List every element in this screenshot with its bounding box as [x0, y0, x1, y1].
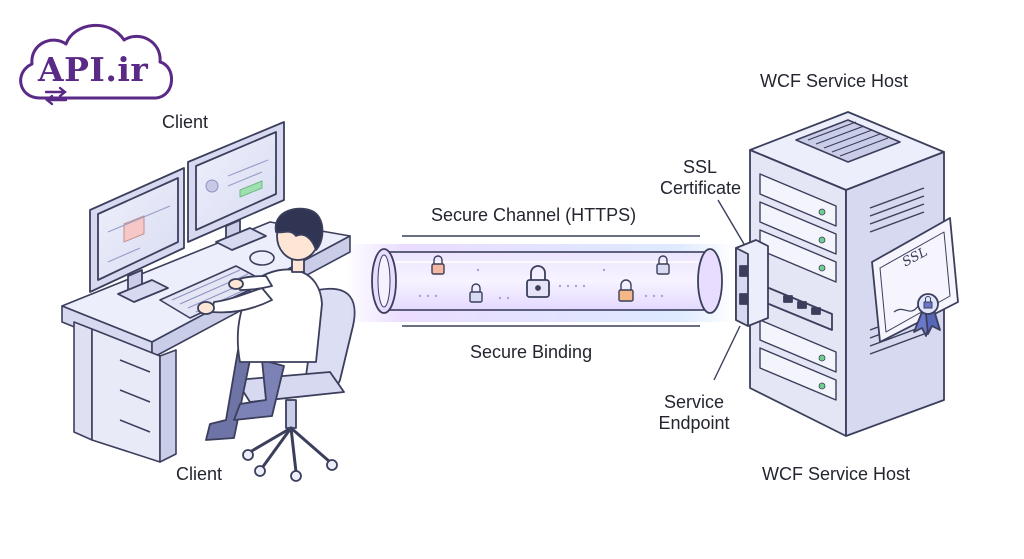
ssl-label-line2: Certificate	[660, 178, 742, 198]
service-endpoint-port	[735, 239, 769, 327]
endpoint-pointer-line	[713, 325, 741, 381]
endpoint-label-line1: Service	[663, 392, 725, 412]
chair	[235, 287, 356, 482]
padlock-icon	[656, 255, 670, 275]
endpoint-label-line2: Endpoint	[658, 413, 730, 433]
ssl-label-line1: SSL	[682, 157, 718, 177]
mouse	[249, 250, 275, 266]
secure-binding-label: Secure Binding	[470, 342, 593, 362]
ssl-certificate	[871, 217, 959, 343]
ssl-certificate-label: SSL Certificate	[660, 157, 742, 199]
client-label-top: Client	[162, 112, 209, 132]
person	[197, 207, 324, 441]
padlock-icon	[431, 255, 445, 275]
monitor-left	[89, 167, 185, 303]
padlock-icon	[526, 265, 550, 298]
service-endpoint-label: Service Endpoint	[652, 392, 736, 434]
padlock-icon	[469, 283, 483, 303]
swap-arrows-icon	[44, 86, 68, 106]
logo-cloud	[19, 24, 173, 106]
client-label-bottom: Client	[176, 464, 223, 484]
wcf-host-label-top: WCF Service Host	[760, 71, 909, 91]
logo-text: API.ir	[38, 50, 149, 89]
wcf-host-label-bottom: WCF Service Host	[762, 464, 911, 484]
padlock-icon	[618, 279, 634, 302]
seal-icon	[913, 293, 941, 337]
ssl-pointer-line	[717, 199, 745, 245]
monitor-right	[187, 121, 285, 251]
server-rack	[749, 111, 945, 437]
secure-channel-label: Secure Channel (HTTPS)	[431, 205, 637, 225]
